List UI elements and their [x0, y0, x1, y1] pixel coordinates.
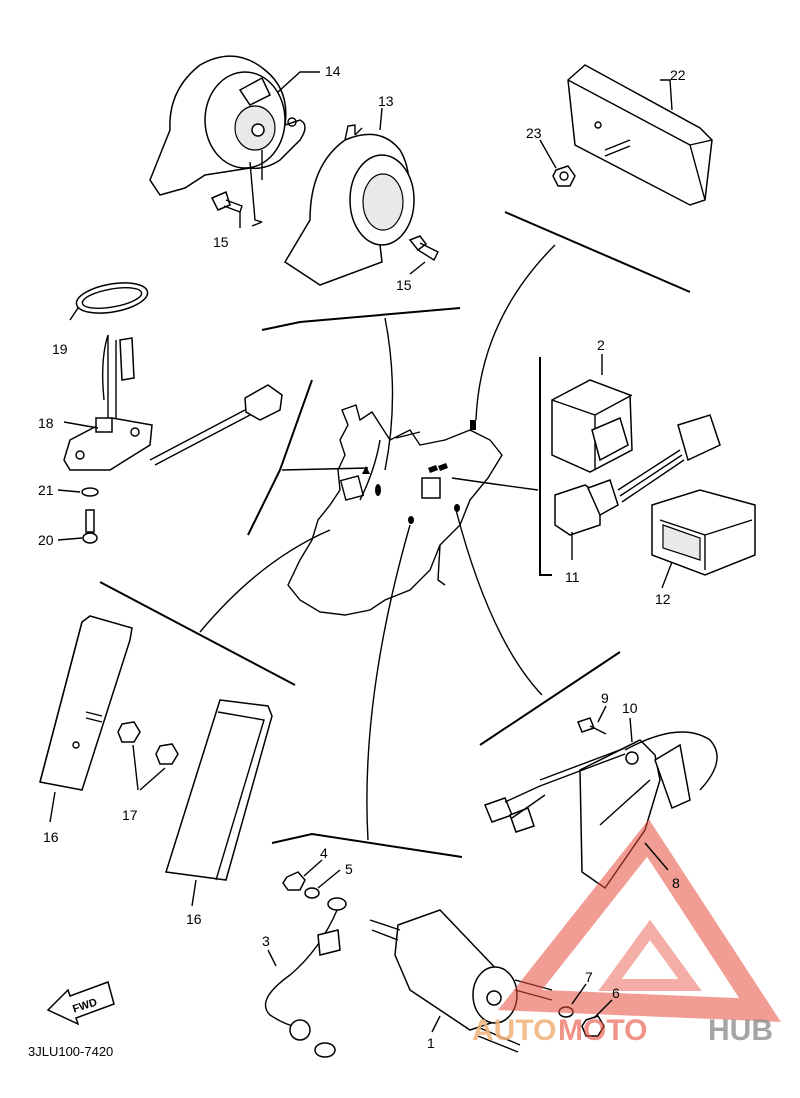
- watermark-auto: AUTO: [472, 1014, 556, 1047]
- reflector-16b: [165, 699, 273, 881]
- motorcycle-outline: [287, 404, 503, 616]
- callout-16b: 16: [186, 911, 202, 927]
- screw-20: [82, 509, 98, 544]
- callout-6: 6: [612, 985, 620, 1001]
- callout-20: 20: [38, 532, 54, 548]
- callout-15a: 15: [213, 234, 229, 250]
- callout-17: 17: [122, 807, 138, 823]
- nut-17: [117, 721, 179, 791]
- watermark: AUTO MOTO HUB: [472, 819, 781, 1047]
- callout-2: 2: [597, 337, 605, 353]
- regulator-assembly: [484, 717, 718, 890]
- callout-1: 1: [427, 1035, 435, 1051]
- callout-4: 4: [320, 845, 328, 861]
- washer-5: [304, 887, 320, 899]
- nut-23: [552, 165, 576, 187]
- bolt-15b: [408, 235, 439, 262]
- callout-14: 14: [325, 63, 341, 79]
- callout-12: 12: [655, 591, 671, 607]
- nut-4: [282, 871, 306, 891]
- callout-labels: 14 13 15 15 22 23 19 18 21 20 2 11 12 9 …: [38, 63, 686, 1051]
- fuel-sender: [63, 282, 283, 471]
- callout-leaders: [49, 71, 673, 1033]
- callout-18: 18: [38, 415, 54, 431]
- callout-13: 13: [378, 93, 394, 109]
- washer-21: [81, 487, 99, 497]
- callout-9: 9: [601, 690, 609, 706]
- callout-8: 8: [672, 875, 680, 891]
- callout-10: 10: [622, 700, 638, 716]
- watermark-hub: HUB: [708, 1014, 773, 1047]
- callout-3: 3: [262, 933, 270, 949]
- watermark-moto: MOTO: [558, 1014, 647, 1047]
- callout-16a: 16: [43, 829, 59, 845]
- callout-21: 21: [38, 482, 54, 498]
- callout-22: 22: [670, 67, 686, 83]
- callout-23: 23: [526, 125, 542, 141]
- reflector-22: [567, 64, 713, 206]
- callout-5: 5: [345, 861, 353, 877]
- fwd-arrow: FWD: [46, 981, 115, 1026]
- diagram-code: 3JLU100-7420: [28, 1044, 113, 1059]
- callout-19: 19: [52, 341, 68, 357]
- callout-15b: 15: [396, 277, 412, 293]
- relay-assembly: [551, 379, 756, 576]
- bolt-15a: [210, 190, 243, 213]
- reflector-16a: [39, 615, 133, 791]
- cable-3: [264, 897, 347, 1058]
- group-separators: [99, 211, 691, 858]
- callout-11: 11: [565, 569, 580, 585]
- callout-7: 7: [585, 969, 593, 985]
- horn-rear: [149, 55, 306, 223]
- horn-front: [283, 124, 415, 286]
